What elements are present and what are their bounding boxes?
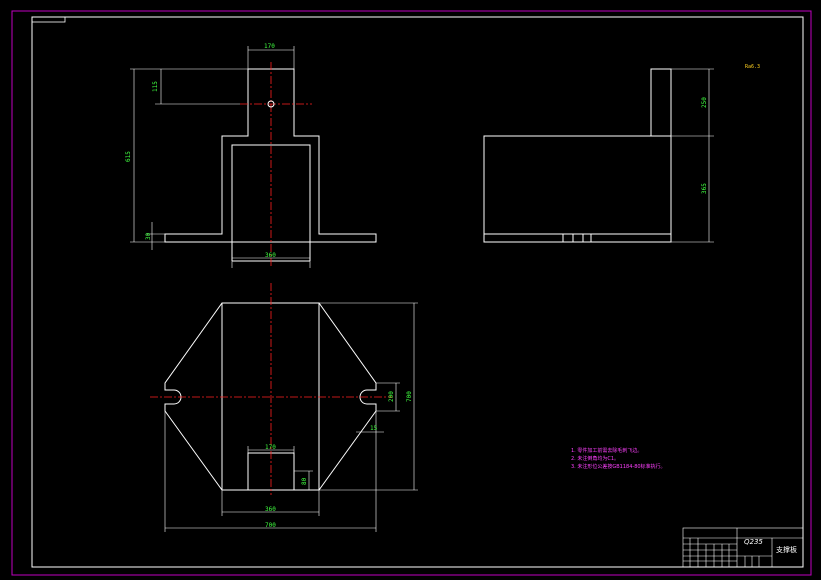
- front-dimensions: [130, 46, 311, 268]
- dim-slot-width: 200: [388, 391, 395, 402]
- plan-dimensions: [164, 302, 418, 532]
- dim-top-width: 170: [264, 43, 275, 50]
- tech-note-3: 3. 未注形位公差按GB1184-80标准执行。: [571, 464, 666, 470]
- dim-bottom-width: 360: [265, 252, 276, 259]
- inner-border: [31, 16, 804, 568]
- plan-centerlines: [150, 283, 392, 495]
- hole-circle: [267, 100, 275, 108]
- side-dimensions: [671, 68, 714, 243]
- title-block-part-name: 支撑板: [776, 545, 797, 554]
- dim-hole-offset: 115: [152, 81, 159, 92]
- tech-note-2: 2. 未注倒角均为C1。: [571, 456, 620, 462]
- dim-plan-width: 700: [265, 522, 276, 529]
- surface-finish-symbol: Ra6.3: [745, 64, 760, 70]
- dim-inner-bottom-width: 360: [265, 506, 276, 513]
- dim-side-bottom: 365: [701, 183, 708, 194]
- dim-inner-box-width: 170: [265, 444, 276, 451]
- front-view: [164, 68, 377, 262]
- front-centerlines: [240, 62, 312, 268]
- title-block: [682, 527, 804, 568]
- dim-side-top: 250: [701, 97, 708, 108]
- corner-tab: [31, 16, 66, 23]
- dim-plan-height: 700: [406, 391, 413, 402]
- outer-frame: [11, 10, 812, 576]
- dim-chamfer: 15: [370, 425, 378, 432]
- tech-note-1: 1. 零件加工前需去除毛刺飞边。: [571, 448, 643, 454]
- side-view: [483, 68, 672, 243]
- plan-view: [164, 302, 377, 491]
- dim-base-thickness: 30: [145, 232, 152, 240]
- title-block-material: Q235: [744, 538, 763, 546]
- dim-total-height: 615: [125, 151, 132, 162]
- dim-inner-box-height: 80: [301, 477, 308, 485]
